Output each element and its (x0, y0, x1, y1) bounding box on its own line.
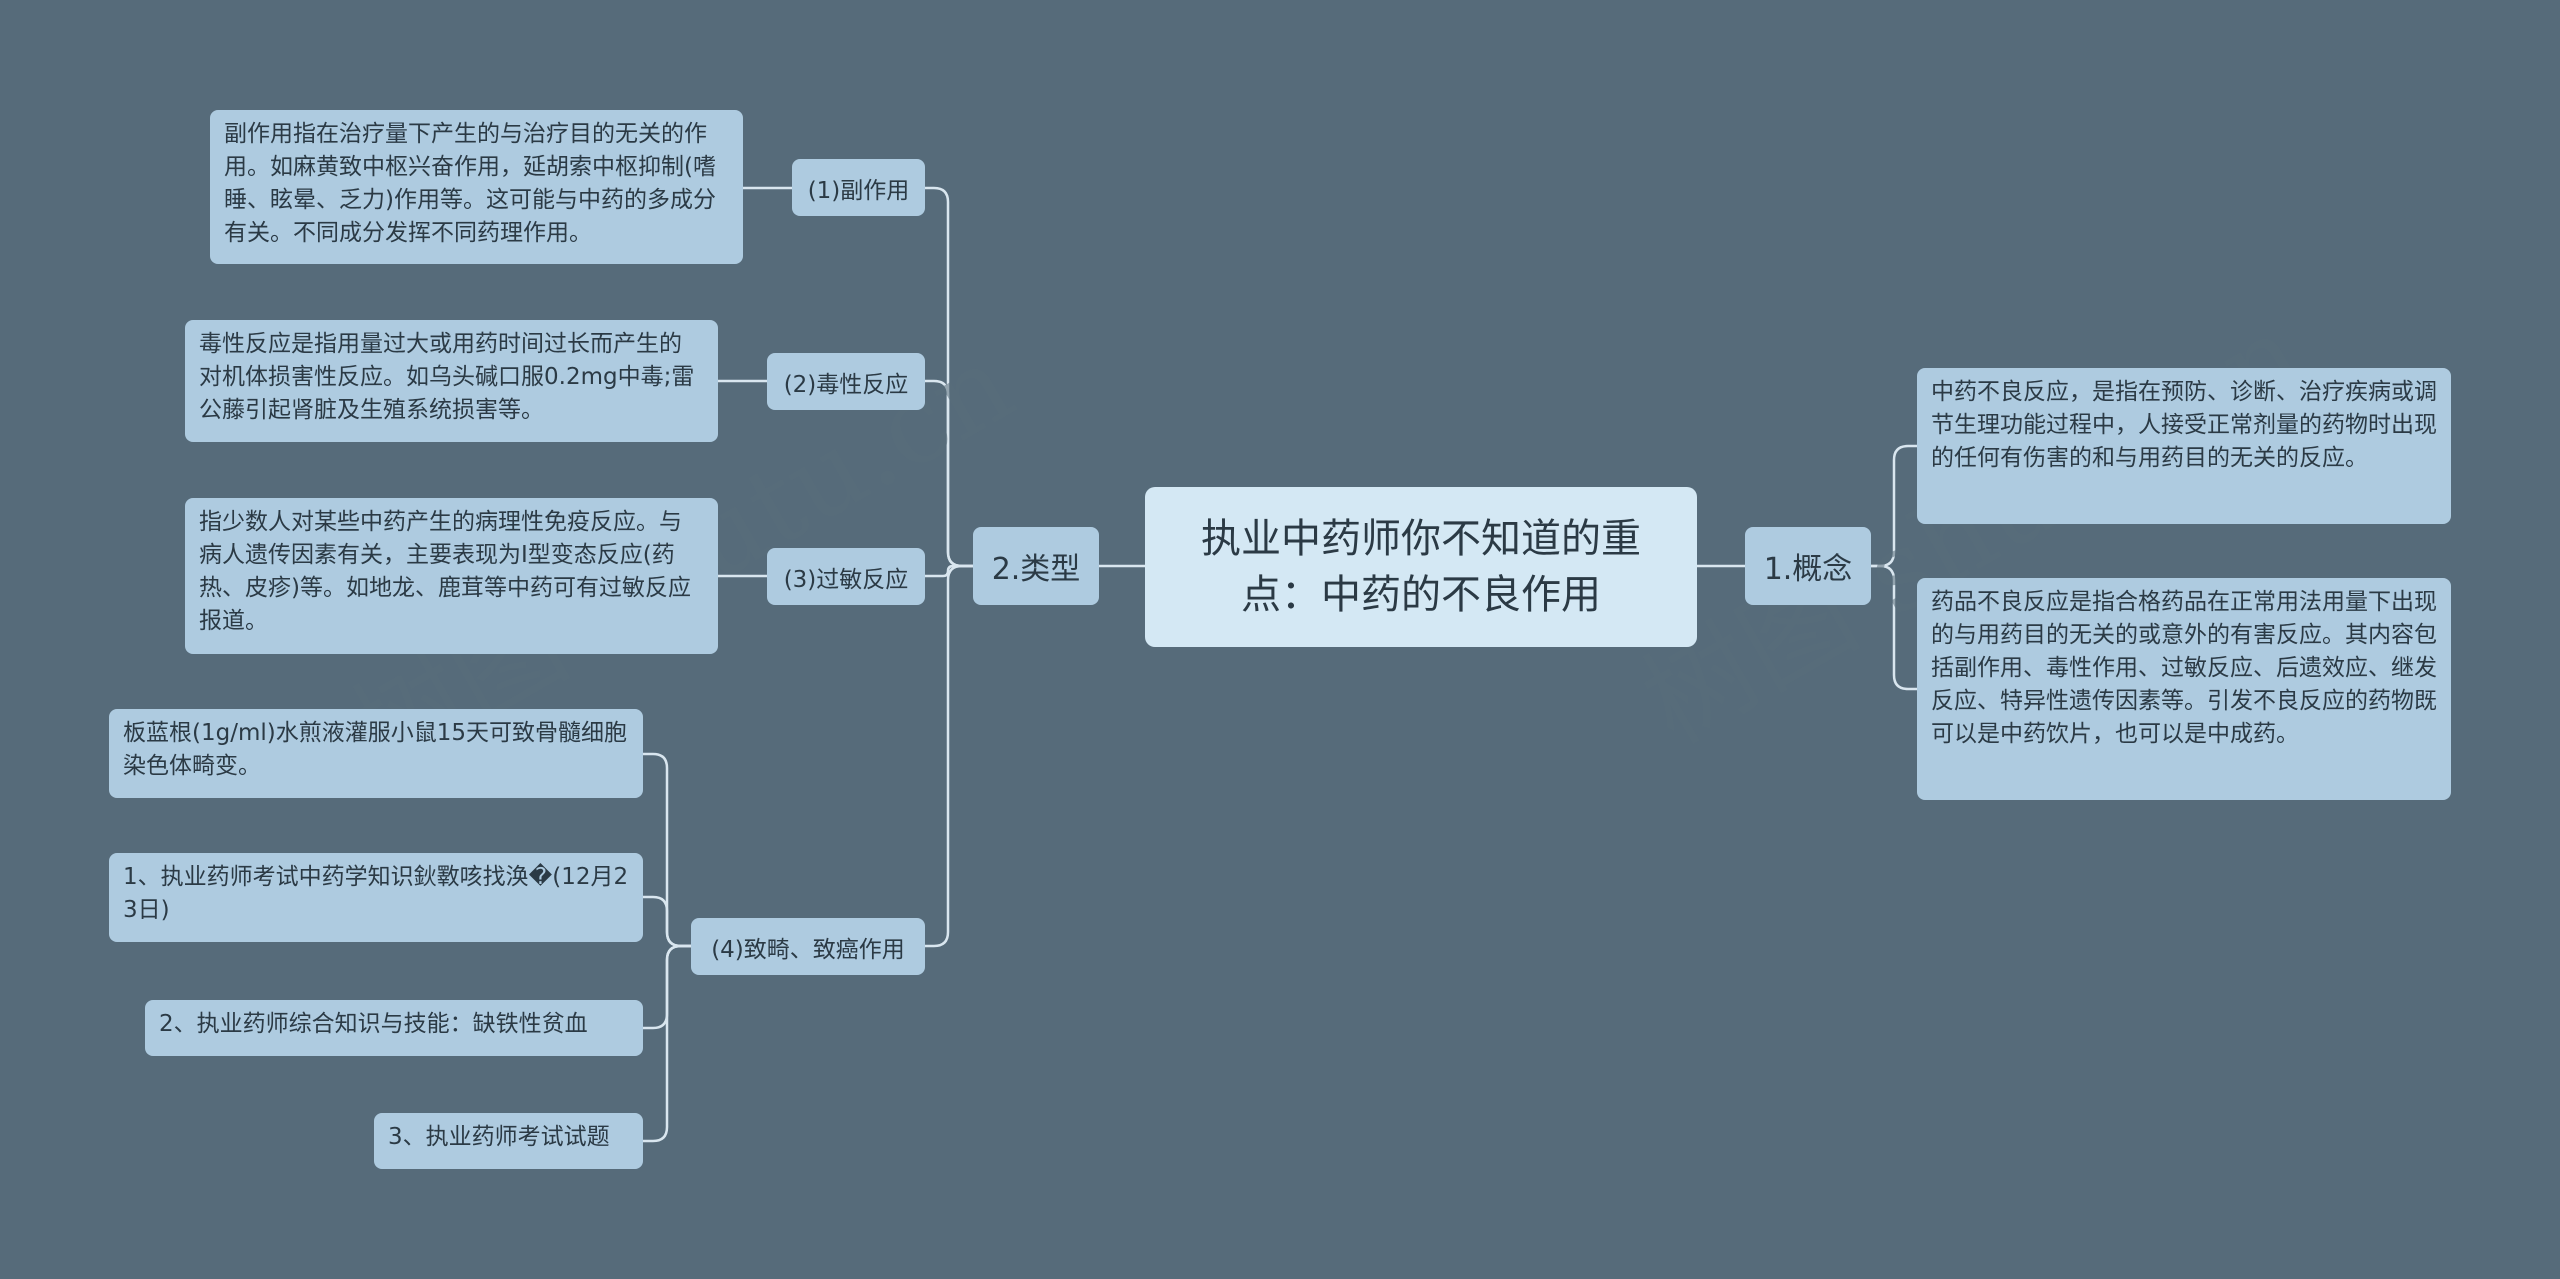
branch-toxic-reaction[interactable]: (2)毒性反应 (767, 353, 925, 410)
leaf-related-link-2[interactable]: 2、执业药师综合知识与技能：缺铁性贫血 (145, 1000, 643, 1056)
connector-concept-leaf (1871, 444, 1917, 568)
branch-teratogenic[interactable]: (4)致畸、致癌作用 (691, 918, 925, 975)
leaf-side-effect-detail: 副作用指在治疗量下产生的与治疗目的无关的作用。如麻黄致中枢兴奋作用，延胡索中枢抑… (210, 110, 743, 264)
leaf-teratogenic-detail: 板蓝根(1g/ml)水煎液灌服小鼠15天可致骨髓细胞染色体畸变。 (109, 709, 643, 798)
leaf-concept-definition-2: 药品不良反应是指合格药品在正常用法用量下出现的与用药目的无关的或意外的有害反应。… (1917, 578, 2451, 800)
connector-leaf (643, 895, 691, 948)
connector-leaf (643, 944, 691, 1143)
leaf-toxic-detail: 毒性反应是指用量过大或用药时间过长而产生的对机体损害性反应。如乌头碱口服0.2m… (185, 320, 718, 442)
branch-types[interactable]: 2.类型 (973, 527, 1099, 605)
leaf-related-link-1[interactable]: 1、执业药师考试中药学知识鈥斁咳找涣�(12月23日) (109, 853, 643, 942)
root-topic[interactable]: 执业中药师你不知道的重点：中药的不良作用 (1145, 487, 1697, 647)
connector-concept-leaf (1871, 564, 1917, 691)
branch-allergic-reaction[interactable]: (3)过敏反应 (767, 548, 925, 605)
connector-types-child (925, 564, 973, 578)
connector-types-child (925, 564, 973, 948)
leaf-allergic-detail: 指少数人对某些中药产生的病理性免疫反应。与病人遗传因素有关，主要表现为Ⅰ型变态反… (185, 498, 718, 654)
branch-concept[interactable]: 1.概念 (1745, 527, 1871, 605)
leaf-related-link-3[interactable]: 3、执业药师考试试题 (374, 1113, 643, 1169)
branch-side-effect[interactable]: (1)副作用 (792, 159, 925, 216)
leaf-concept-definition-1: 中药不良反应，是指在预防、诊断、治疗疾病或调节生理功能过程中，人接受正常剂量的药… (1917, 368, 2451, 524)
connector-types-child (925, 379, 973, 568)
